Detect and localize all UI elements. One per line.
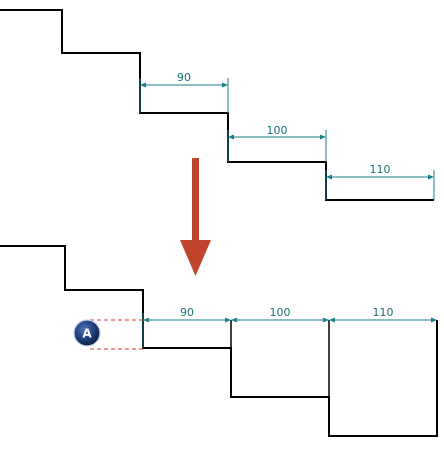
- dimension-label: 90: [177, 71, 191, 84]
- bottom-dimension-90: 90: [142, 306, 231, 348]
- reference-lines: [90, 319, 143, 350]
- bottom-view: 90 100 110 A: [0, 245, 438, 437]
- badge-circle: [73, 319, 101, 347]
- badge-label: A: [82, 327, 92, 341]
- arrow-down-icon: [180, 158, 211, 276]
- top-dimension-100: 100: [227, 124, 327, 162]
- dimension-label: 100: [270, 306, 291, 319]
- top-dimension-90: 90: [139, 71, 229, 113]
- dimension-label: 110: [370, 163, 391, 176]
- top-view: 90 100 110: [0, 9, 435, 201]
- top-dimension-110: 110: [325, 163, 435, 200]
- bottom-dimension-110: 110: [329, 306, 437, 323]
- bottom-dimension-100: 100: [231, 306, 329, 323]
- dimension-label: 100: [267, 124, 288, 137]
- dimension-label: 90: [180, 306, 194, 319]
- callout-badge: A: [73, 319, 101, 347]
- dimension-label: 110: [373, 306, 394, 319]
- bottom-stair-profile: [0, 245, 438, 437]
